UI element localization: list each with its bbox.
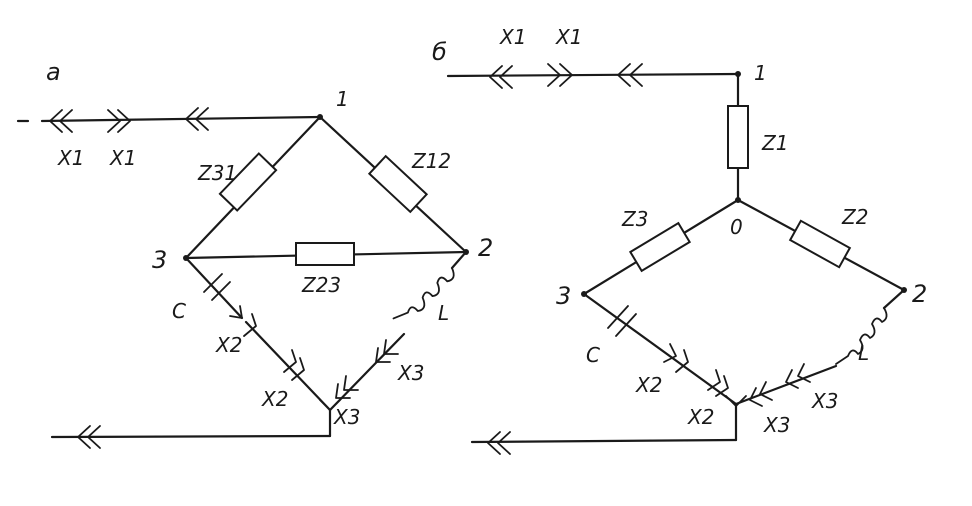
label-x3-lower: X3 bbox=[333, 405, 360, 429]
label-x2-lower: X2 bbox=[261, 387, 288, 411]
node-1-label: 1 bbox=[336, 87, 349, 111]
connector-x2-upper-b bbox=[675, 349, 689, 373]
diagram-a-letter: а bbox=[46, 58, 61, 86]
impedance-z1 bbox=[727, 105, 749, 169]
connector-socket bbox=[185, 107, 209, 131]
diagram-a: а X1 X1 1 Z31 Z12 Z23 3 2 C bbox=[16, 58, 493, 449]
connector-x1-socket-b bbox=[489, 65, 513, 89]
label-z31: Z31 bbox=[197, 161, 237, 185]
label-inductor: L bbox=[438, 301, 449, 325]
impedance-z31 bbox=[218, 152, 278, 212]
input-line-b bbox=[446, 72, 740, 78]
arrow-to-x2-b bbox=[663, 343, 677, 363]
connector-x2-lower-b bbox=[707, 369, 729, 397]
label-x3-lower-b: X3 bbox=[763, 413, 790, 437]
wire-ind-node-b bbox=[734, 364, 838, 406]
node-3-b-label: 3 bbox=[556, 282, 571, 310]
inductor-symbol-b bbox=[835, 307, 888, 365]
connector-output bbox=[77, 425, 101, 449]
output-line bbox=[50, 434, 332, 439]
label-x2-upper: X2 bbox=[215, 333, 242, 357]
label-x1-left: X1 bbox=[57, 146, 84, 170]
node-1-b-label: 1 bbox=[754, 61, 767, 85]
node-2-label: 2 bbox=[478, 234, 493, 262]
label-capacitor-b: C bbox=[586, 343, 600, 367]
node-3-label: 3 bbox=[152, 246, 167, 274]
connector-socket-b bbox=[617, 63, 643, 87]
label-x3-upper-b: X3 bbox=[811, 389, 838, 413]
label-inductor-b: L bbox=[858, 341, 869, 365]
label-x1-left-b: X1 bbox=[499, 25, 526, 49]
node-2-b-label: 2 bbox=[912, 280, 927, 308]
label-x3-upper: X3 bbox=[397, 361, 424, 385]
label-x2-lower-b: X2 bbox=[687, 405, 714, 429]
connector-output-b bbox=[487, 431, 511, 455]
wire-2-ind bbox=[450, 250, 468, 270]
connector-x2-lower bbox=[283, 349, 305, 381]
label-x1-right-b: X1 bbox=[555, 25, 582, 49]
impedance-z3 bbox=[628, 221, 692, 273]
node-0-label: 0 bbox=[730, 215, 743, 239]
connector-x3-upper-b bbox=[785, 363, 811, 389]
output-line-b bbox=[470, 438, 738, 444]
wire-3-cap bbox=[184, 256, 244, 320]
connector-x1-plug-b bbox=[547, 63, 573, 87]
label-x2-upper-b: X2 bbox=[635, 373, 662, 397]
inductor-symbol bbox=[392, 267, 455, 320]
diagram-b: б X1 X1 1 Z1 0 Z3 Z2 3 2 C bbox=[432, 25, 927, 455]
connector-x1-plug bbox=[107, 109, 131, 133]
impedance-z12 bbox=[367, 154, 429, 214]
label-z23: Z23 bbox=[301, 273, 341, 297]
capacitor-symbol bbox=[203, 273, 231, 301]
connector-x3-lower bbox=[335, 375, 359, 399]
wire-3b-node bbox=[582, 292, 738, 406]
diagram-b-letter: б bbox=[432, 38, 447, 66]
arrow-to-x2 bbox=[229, 305, 243, 319]
connector-x2-upper bbox=[243, 313, 257, 337]
impedance-z23 bbox=[295, 242, 355, 266]
capacitor-symbol-b bbox=[607, 305, 637, 337]
input-line bbox=[40, 115, 322, 123]
label-z1: Z1 bbox=[761, 131, 788, 155]
label-capacitor: C bbox=[172, 299, 186, 323]
connector-x3-upper bbox=[375, 339, 399, 363]
connector-x3-lower-b bbox=[749, 381, 773, 407]
impedance-z2 bbox=[788, 219, 852, 269]
label-x1-right: X1 bbox=[109, 146, 136, 170]
wire-2b-ind bbox=[882, 288, 906, 310]
label-z2: Z2 bbox=[841, 205, 868, 229]
label-z12: Z12 bbox=[411, 149, 451, 173]
label-z3: Z3 bbox=[621, 207, 648, 231]
connector-x1-socket-left bbox=[49, 109, 73, 133]
wire-x2-node bbox=[244, 320, 332, 412]
